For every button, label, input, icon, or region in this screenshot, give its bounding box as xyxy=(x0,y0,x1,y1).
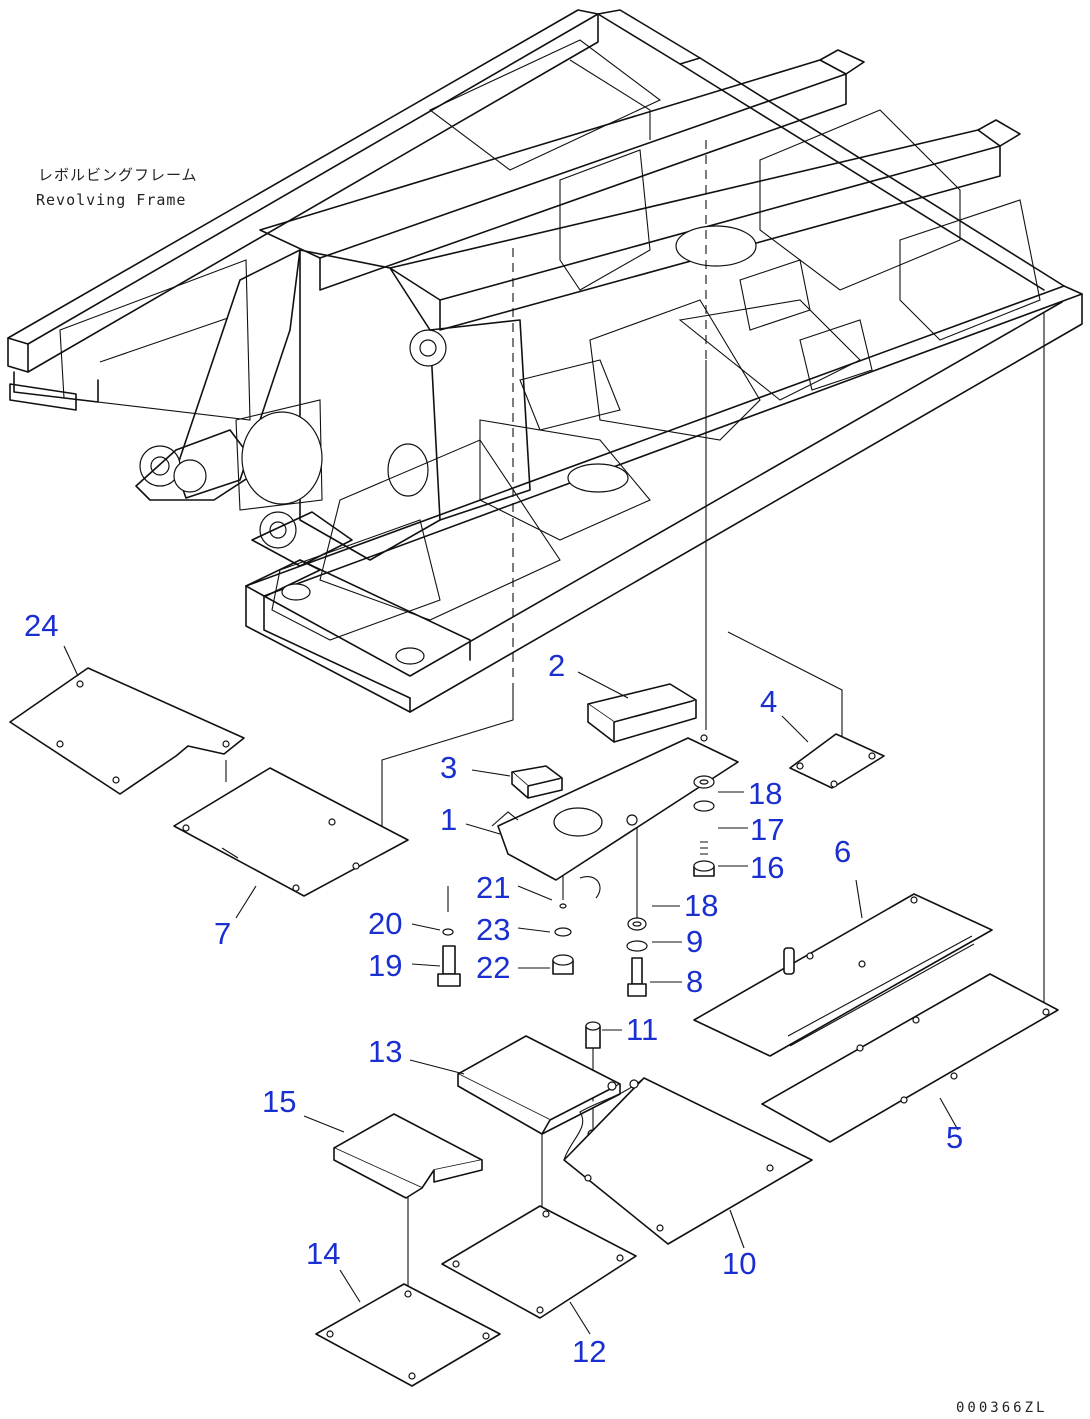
callout-18-lower: 18 xyxy=(684,888,718,923)
part-15-block xyxy=(333,1113,483,1189)
callout-5: 5 xyxy=(946,1120,963,1155)
callout-4: 4 xyxy=(760,684,777,719)
callout-9: 9 xyxy=(686,924,703,959)
part-10-cover xyxy=(563,1077,813,1245)
callout-8: 8 xyxy=(686,964,703,999)
frame-caption-en: Revolving Frame xyxy=(36,191,186,209)
callout-22: 22 xyxy=(476,950,510,985)
callout-24: 24 xyxy=(24,608,58,643)
callout-7: 7 xyxy=(214,916,231,951)
callout-16: 16 xyxy=(750,850,784,885)
part-14-cover xyxy=(315,1283,501,1387)
callout-20: 20 xyxy=(368,906,402,941)
callout-2: 2 xyxy=(548,648,565,683)
part-19-bolt xyxy=(442,945,456,975)
callout-3: 3 xyxy=(440,750,457,785)
part-6-plate xyxy=(693,893,993,1057)
callout-11: 11 xyxy=(626,1012,658,1047)
callout-19: 19 xyxy=(368,948,402,983)
callout-14: 14 xyxy=(306,1236,340,1271)
part-12-cover xyxy=(441,1205,637,1319)
callout-6: 6 xyxy=(834,834,851,869)
frame-caption-jp: レボルビングフレーム xyxy=(38,166,198,184)
callout-18-upper: 18 xyxy=(748,776,782,811)
callout-15: 15 xyxy=(262,1084,296,1119)
callouts: 24 2 4 3 1 18 17 16 6 21 18 20 23 9 19 2… xyxy=(24,608,963,1369)
part-1-cover xyxy=(497,737,739,881)
callout-13: 13 xyxy=(368,1034,402,1069)
part-21-pin xyxy=(559,903,567,909)
callout-10: 10 xyxy=(722,1246,756,1281)
drawing-code: 000366ZL xyxy=(956,1400,1047,1416)
part-4-cover xyxy=(789,733,885,789)
parts xyxy=(9,667,1059,1387)
part-24-cover xyxy=(9,667,245,795)
part-17-washer xyxy=(693,800,715,812)
callout-17: 17 xyxy=(750,812,784,847)
callout-23: 23 xyxy=(476,912,510,947)
part-23-washer xyxy=(554,927,572,937)
part-20-washer xyxy=(442,928,454,936)
callout-12: 12 xyxy=(572,1334,606,1369)
callout-1: 1 xyxy=(440,802,457,837)
callout-21: 21 xyxy=(476,870,510,905)
part-7-cover xyxy=(173,767,409,897)
part-9-washer xyxy=(626,940,648,952)
revolving-frame-drawing xyxy=(7,9,1083,713)
part-8-bolt xyxy=(631,957,643,985)
leader-lines xyxy=(63,645,959,1335)
